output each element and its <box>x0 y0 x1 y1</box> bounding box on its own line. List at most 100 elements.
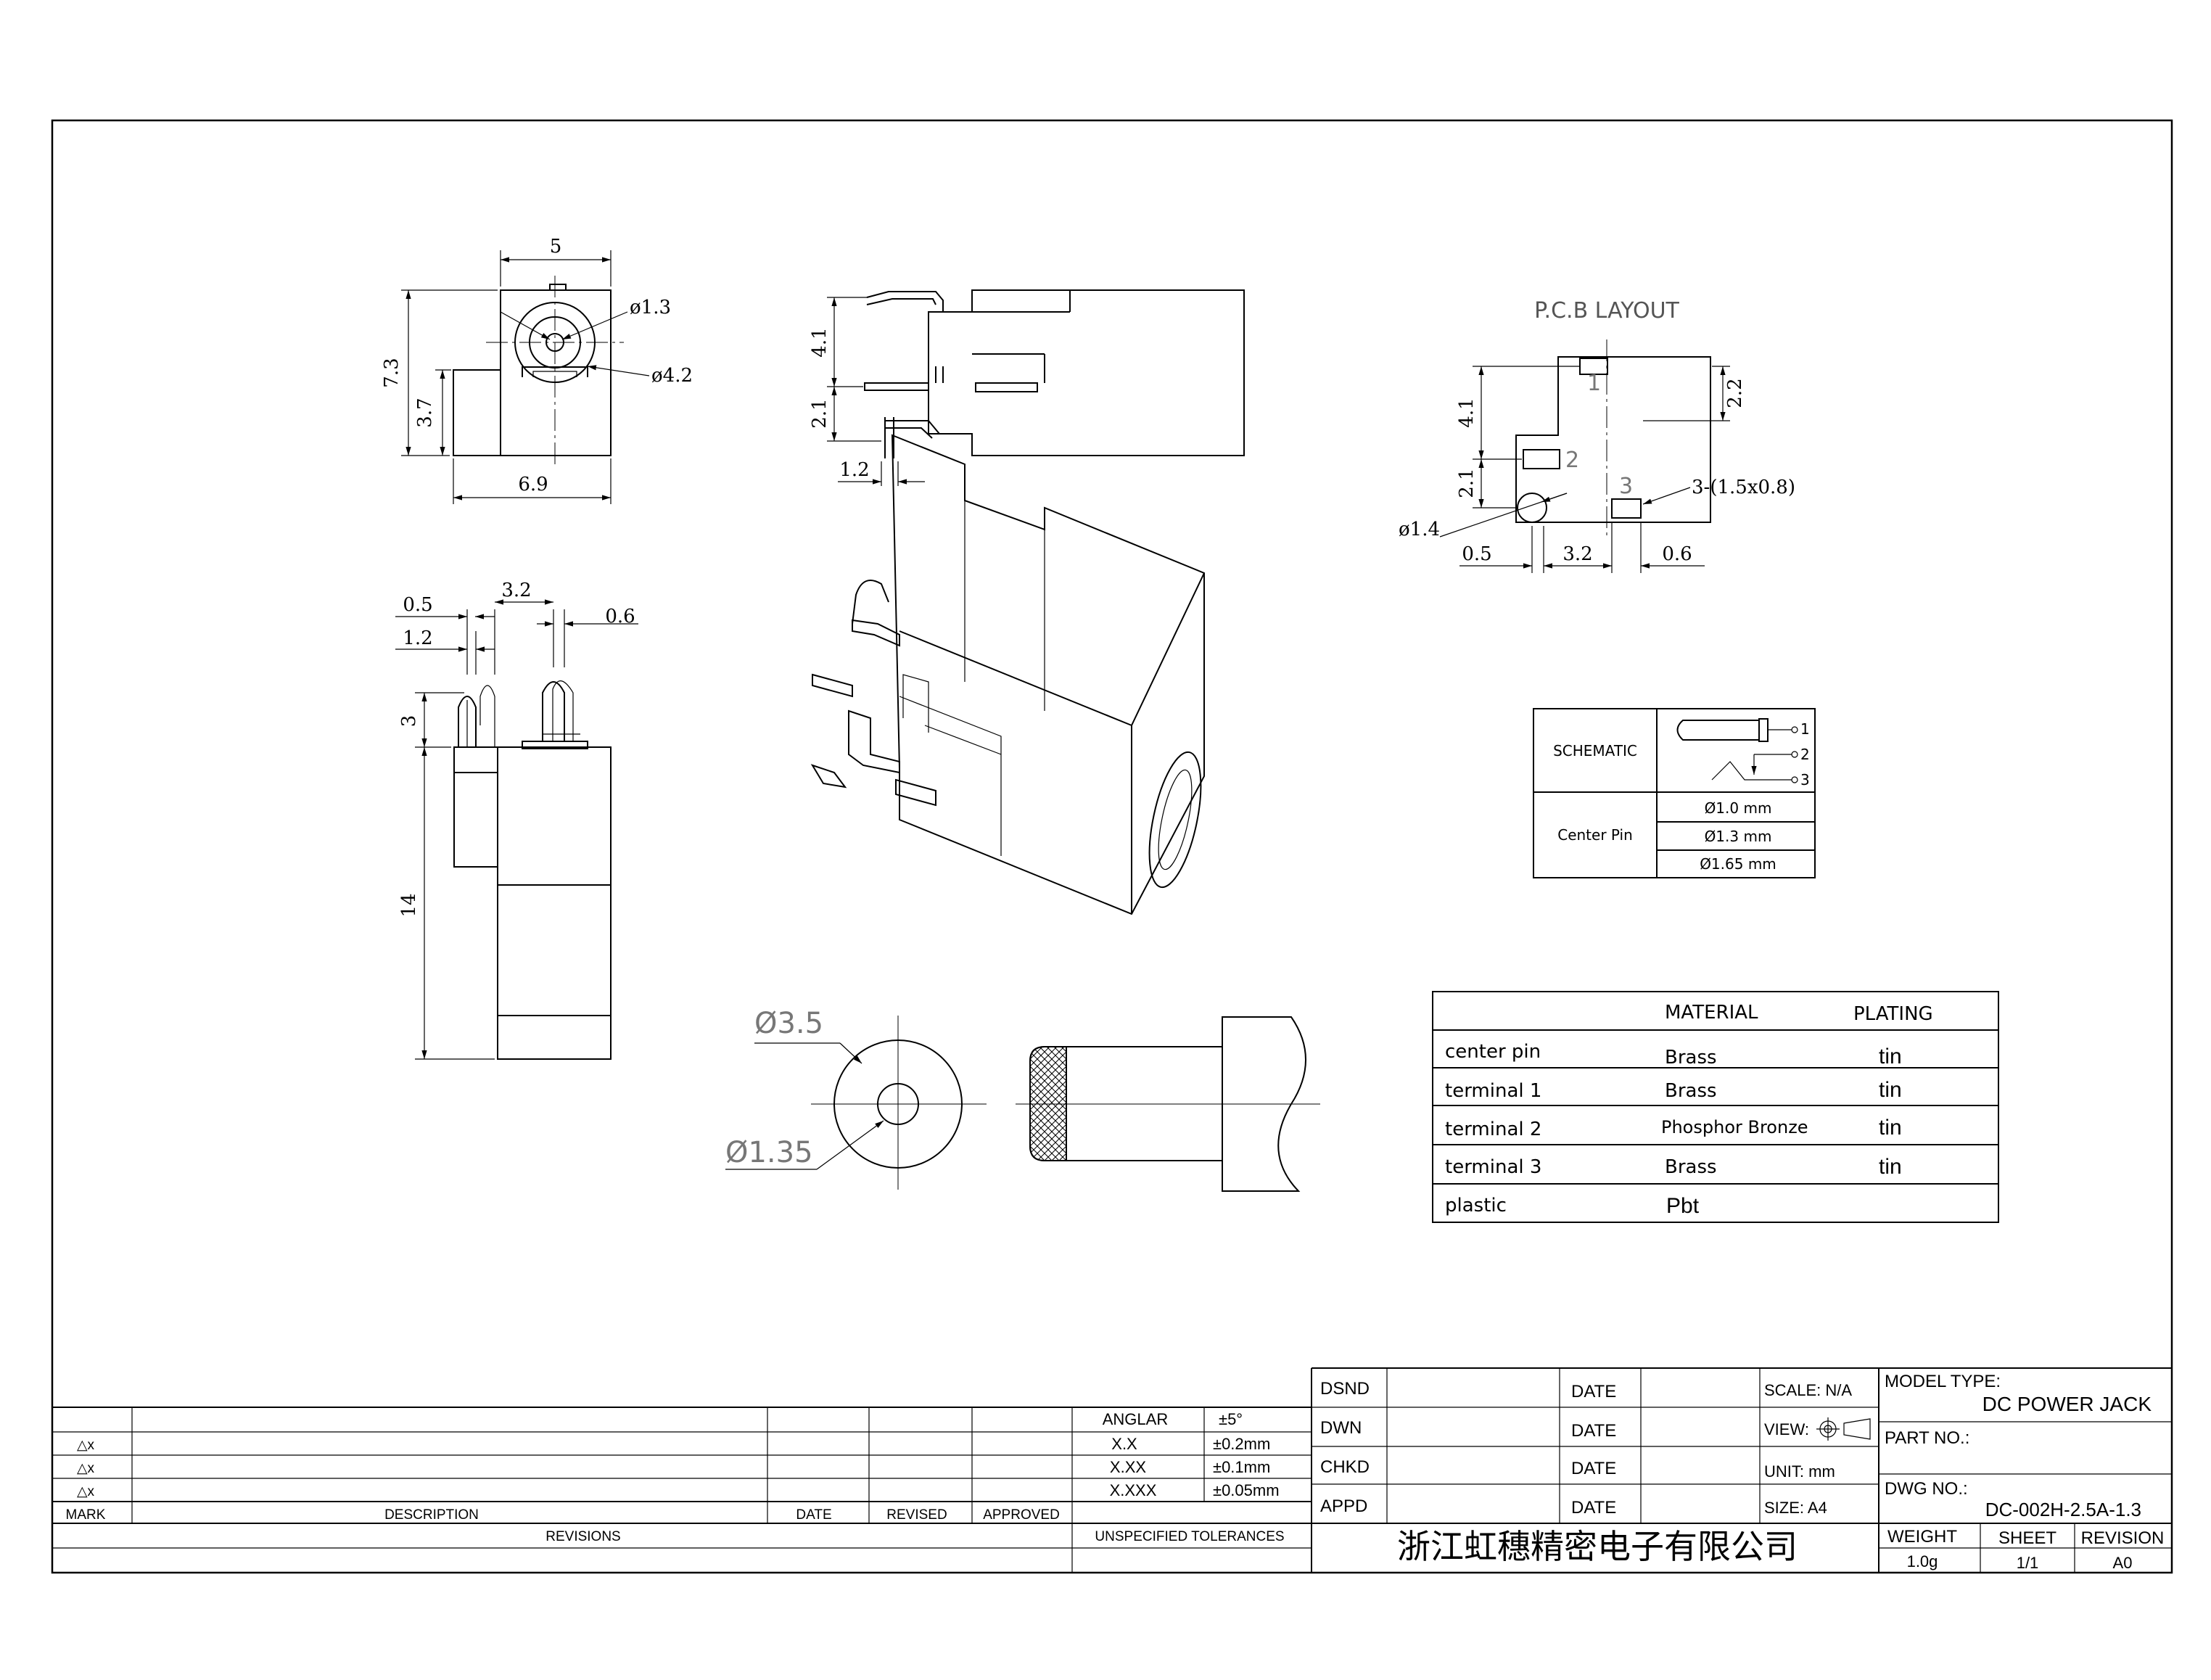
svg-text:tin: tin <box>1879 1155 1902 1179</box>
revision-value: A0 <box>2113 1554 2133 1572</box>
approved-header: APPROVED <box>983 1507 1060 1523</box>
pcb-x1: 0.5 <box>1462 543 1491 565</box>
weight-label: WEIGHT <box>1887 1527 1957 1547</box>
tolerance-val-0: ±5° <box>1219 1410 1243 1428</box>
dim-bottom-d: 1.2 <box>403 627 432 649</box>
size-label: SIZE: A4 <box>1764 1499 1827 1517</box>
schematic-label: SCHEMATIC <box>1553 742 1637 759</box>
pcb-dim-a: 4.1 <box>1456 398 1478 427</box>
dim-pin-dia: ø1.3 <box>630 297 671 318</box>
sheet-label: SHEET <box>1998 1528 2056 1548</box>
scale-label: SCALE: N/A <box>1764 1381 1852 1399</box>
title-block: DSND DWN CHKD APPD DATE DATE DATE DATE S… <box>1311 1367 2172 1573</box>
revision-mark-3: △x <box>77 1484 95 1499</box>
center-pin-label: Center Pin <box>1557 826 1633 844</box>
dim-bottom-e: 3 <box>398 715 420 728</box>
dim-bottom-a: 0.5 <box>403 594 432 616</box>
dim-width: 5 <box>550 236 562 258</box>
tolerance-val-2: ±0.1mm <box>1213 1458 1270 1476</box>
company-name: 浙江虹穗精密电子有限公司 <box>1397 1527 1798 1566</box>
model-type: DC POWER JACK <box>1983 1393 2152 1415</box>
appd-label: APPD <box>1320 1496 1367 1516</box>
sheet-value: 1/1 <box>2017 1554 2039 1572</box>
dim-hole-dia: ø4.2 <box>651 365 693 387</box>
svg-text:plastic: plastic <box>1445 1195 1507 1216</box>
svg-text:terminal 2: terminal 2 <box>1445 1119 1541 1140</box>
dwg-no: DC-002H-2.5A-1.3 <box>1985 1499 2141 1520</box>
table-row: terminal 1 Brass tin <box>1445 1078 1902 1102</box>
tolerance-val-3: ±0.05mm <box>1213 1481 1280 1499</box>
pcb-pads: 3-(1.5x0.8) <box>1692 477 1795 498</box>
tolerances-footer: UNSPECIFIED TOLERANCES <box>1095 1529 1284 1544</box>
part-no-label: PART NO.: <box>1885 1428 1969 1448</box>
material-table: MATERIAL PLATING center pin Brass tin te… <box>1432 991 1999 1223</box>
schematic-pin-3: 3 <box>1800 771 1810 788</box>
pcb-dim-b: 2.2 <box>1724 378 1746 408</box>
pcb-dim-c: 2.1 <box>1456 468 1478 498</box>
center-pin-3: Ø1.65 mm <box>1700 855 1776 873</box>
model-type-label: MODEL TYPE: <box>1885 1372 2001 1391</box>
dim-side-c: 1.2 <box>839 459 869 481</box>
plug-outer-dia: Ø3.5 <box>754 1007 823 1040</box>
tolerance-key-1: X.X <box>1111 1435 1137 1453</box>
revisions-footer: REVISIONS <box>545 1529 620 1544</box>
tolerance-key-2: X.XX <box>1110 1458 1146 1476</box>
svg-text:Phosphor Bronze: Phosphor Bronze <box>1661 1117 1808 1137</box>
pcb-title: P.C.B LAYOUT <box>1534 298 1679 324</box>
dsnd-label: DSND <box>1320 1379 1370 1399</box>
chkd-label: CHKD <box>1320 1457 1370 1477</box>
material-header: MATERIAL <box>1665 1002 1758 1024</box>
tolerance-key-3: X.XXX <box>1110 1481 1157 1499</box>
bottom-view: 0.5 3.2 0.6 1.2 3 14 <box>395 580 638 1060</box>
svg-text:Brass: Brass <box>1665 1156 1717 1178</box>
front-view: 5 7.3 3.7 6.9 ø1.3 ø4.2 <box>381 236 693 504</box>
table-row: terminal 3 Brass tin <box>1445 1155 1902 1179</box>
schematic-pin-2: 2 <box>1800 746 1810 763</box>
svg-text:tin: tin <box>1879 1116 1902 1140</box>
svg-text:Pbt: Pbt <box>1666 1194 1700 1218</box>
sheet-border <box>51 119 2173 1574</box>
weight-value: 1.0g <box>1907 1552 1938 1570</box>
table-row: terminal 2 Phosphor Bronze tin <box>1445 1116 1902 1140</box>
pcb-x2: 3.2 <box>1562 543 1592 565</box>
schematic-table: SCHEMATIC Center Pin Ø1.0 mm Ø1.3 mm Ø1.… <box>1533 708 1816 878</box>
dim-bottom-b: 3.2 <box>501 580 531 601</box>
date-label-4: DATE <box>1571 1498 1616 1518</box>
dim-bottom-f: 14 <box>398 893 420 917</box>
date-header: DATE <box>796 1507 831 1523</box>
side-view: 4.1 2.1 1.2 <box>809 289 1245 486</box>
tolerance-val-1: ±0.2mm <box>1213 1435 1270 1453</box>
svg-text:Brass: Brass <box>1665 1047 1717 1068</box>
plating-header: PLATING <box>1853 1003 1933 1025</box>
plug-side-view <box>1016 1016 1320 1192</box>
pcb-pad-2: 2 <box>1565 448 1579 473</box>
center-pin-2: Ø1.3 mm <box>1705 828 1772 845</box>
svg-text:tin: tin <box>1879 1078 1902 1102</box>
center-pin-1: Ø1.0 mm <box>1705 799 1772 817</box>
revision-label: REVISION <box>2081 1528 2165 1548</box>
projection-symbol-icon <box>1816 1417 1871 1441</box>
pcb-x3: 0.6 <box>1662 543 1692 565</box>
dim-side-b: 2.1 <box>809 398 831 428</box>
dwn-label: DWN <box>1320 1418 1362 1438</box>
svg-text:center pin: center pin <box>1445 1041 1541 1063</box>
pcb-pad-1: 1 <box>1587 371 1601 396</box>
revisions-block: △x △x △x MARK DESCRIPTION DATE REVISED A… <box>52 1407 1312 1573</box>
unit-label: UNIT: mm <box>1764 1462 1835 1481</box>
pcb-layout: P.C.B LAYOUT 1 2 3 4.1 2.1 2.2 3-(1.5x0.… <box>1399 298 1795 573</box>
svg-text:terminal 1: terminal 1 <box>1445 1080 1541 1102</box>
svg-text:tin: tin <box>1879 1045 1902 1068</box>
table-row: plastic Pbt <box>1445 1194 1700 1218</box>
svg-text:Brass: Brass <box>1665 1080 1717 1102</box>
dim-base-width: 6.9 <box>518 474 548 495</box>
pcb-hole: ø1.4 <box>1399 519 1440 540</box>
dim-height: 7.3 <box>381 358 403 387</box>
isometric-view <box>810 434 1205 915</box>
date-label-3: DATE <box>1571 1459 1616 1478</box>
svg-text:terminal 3: terminal 3 <box>1445 1156 1541 1178</box>
dim-side-a: 4.1 <box>809 327 831 357</box>
tolerance-key-0: ANGLAR <box>1103 1410 1168 1428</box>
description-header: DESCRIPTION <box>384 1507 479 1523</box>
plug-view: Ø3.5 Ø1.35 <box>725 1007 987 1190</box>
